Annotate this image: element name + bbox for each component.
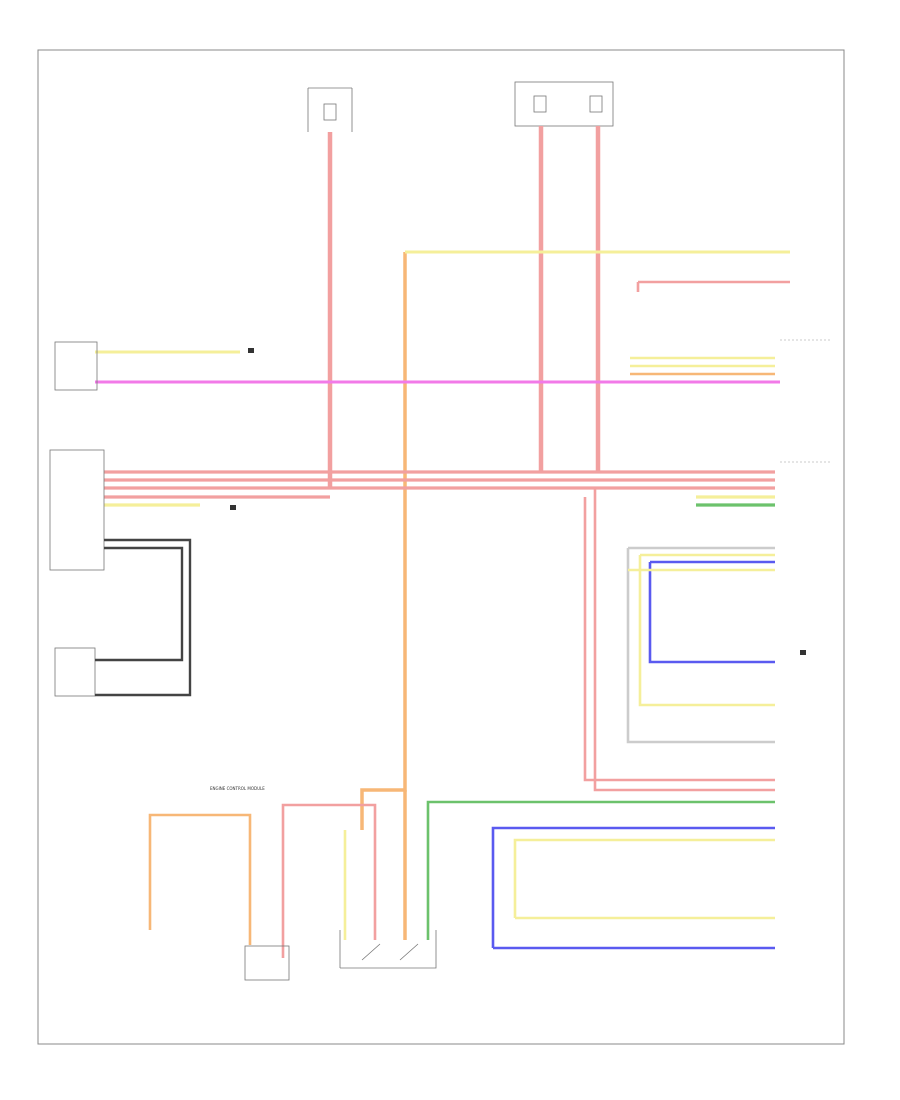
fuse-box-right xyxy=(514,81,614,127)
wires-right-mid xyxy=(583,488,775,792)
control-module-left xyxy=(49,449,105,571)
coolant-sensor-box xyxy=(54,341,98,391)
pressure-sensor-box xyxy=(244,945,290,981)
module-dividers xyxy=(780,339,830,463)
ground-symbols xyxy=(230,348,806,655)
wires-black-left xyxy=(95,538,192,697)
diagram-frame xyxy=(37,49,845,1045)
fuse-box-left xyxy=(307,87,353,132)
wires-ecm xyxy=(148,800,775,958)
wires-right-top xyxy=(630,280,790,376)
wire-orange-main xyxy=(360,252,407,940)
fan-motor-left xyxy=(54,647,96,697)
engine-control-module-label: ENGINE CONTROL MODULE xyxy=(210,786,265,791)
harness-trunk xyxy=(104,470,775,507)
switch-component xyxy=(339,930,437,969)
wires-red xyxy=(327,126,601,488)
